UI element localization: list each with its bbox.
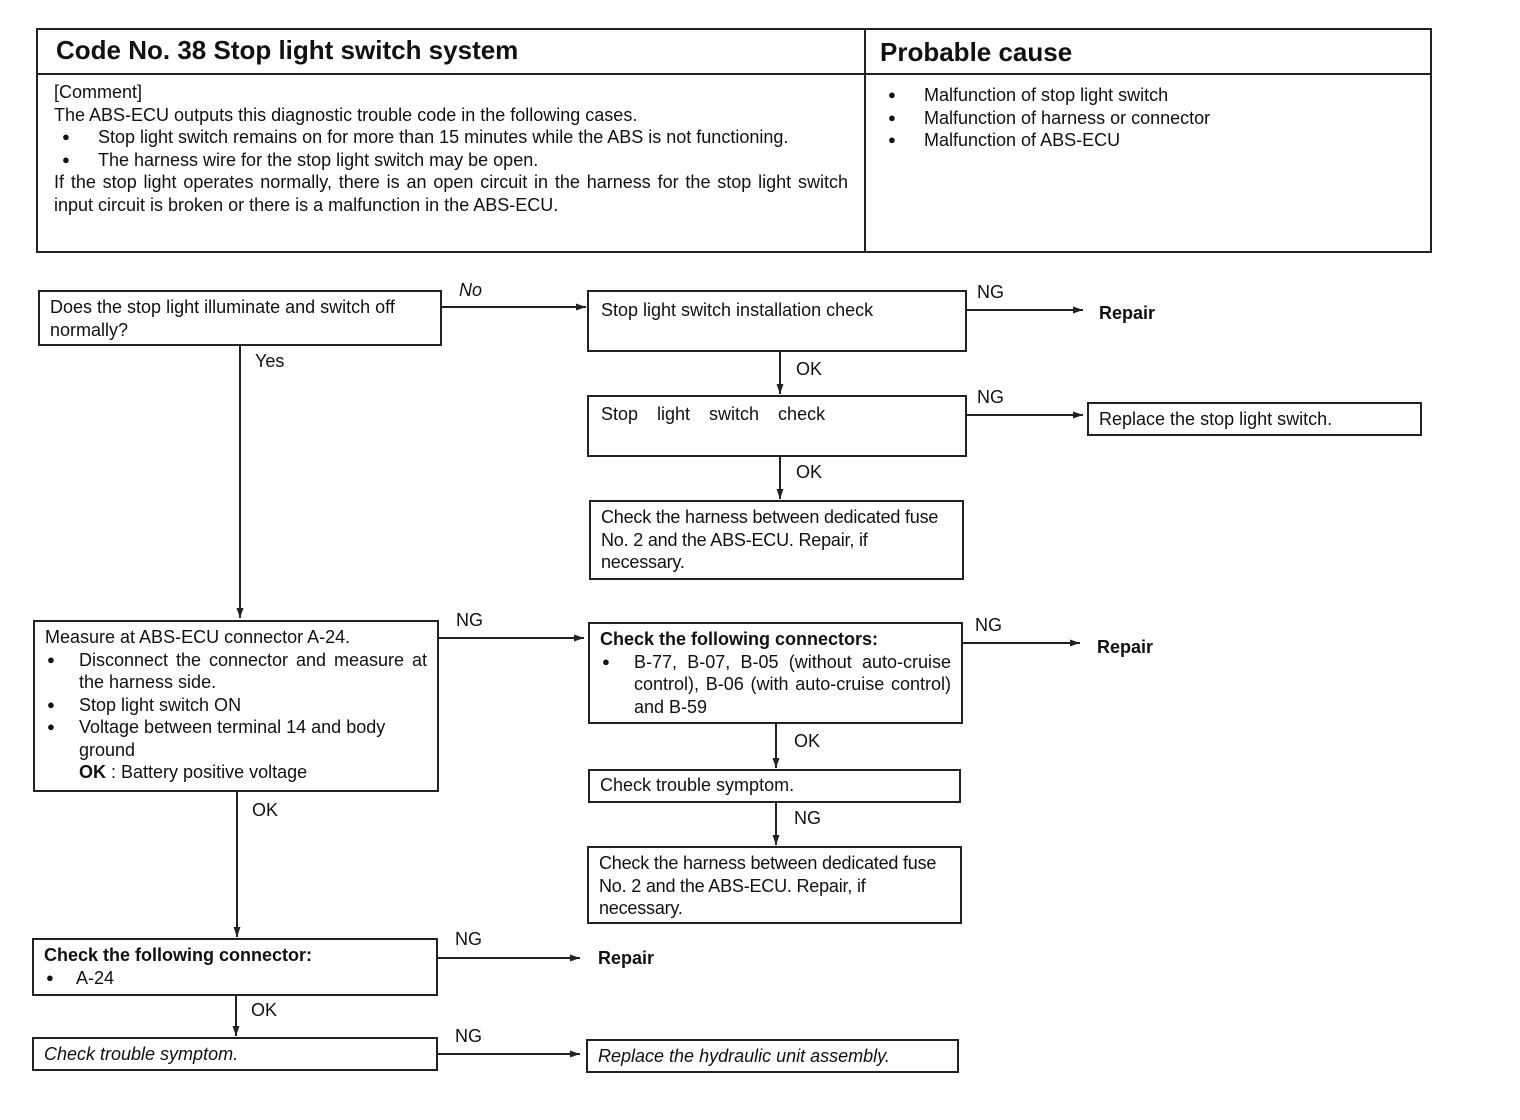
- branch-label-ok: OK: [796, 359, 823, 379]
- probable-cause-title: Probable cause: [880, 37, 1073, 67]
- measure-ok-line: OK : Battery positive voltage: [45, 761, 427, 784]
- branch-label-ng: NG: [977, 282, 1004, 302]
- measure-box: Measure at ABS-ECU connector A-24. Disco…: [33, 620, 439, 792]
- repair-label: Repair: [1099, 303, 1156, 323]
- replace-hydraulic-box: Replace the hydraulic unit assembly.: [586, 1039, 959, 1073]
- branch-label-ok: OK: [796, 462, 823, 482]
- branch-label-ok: OK: [252, 800, 279, 820]
- repair-label: Repair: [1097, 637, 1154, 657]
- measure-bullet: Disconnect the connector and measure at …: [45, 649, 427, 694]
- switch-install-check-box: Stop light switch installation check: [587, 290, 967, 352]
- trouble-symptom-text-2: Check trouble symptom.: [44, 1044, 239, 1064]
- switch-check-text: Stop light switch check: [601, 404, 826, 424]
- harness-check-text-2: Check the harness between dedicated fuse…: [599, 853, 937, 918]
- cause-item: Malfunction of stop light switch: [880, 84, 1400, 107]
- branch-label-ng: NG: [456, 610, 483, 630]
- branch-label-ng: NG: [794, 808, 821, 828]
- connector-a24-bullet: A-24: [44, 967, 426, 990]
- connectors-check-box: Check the following connectors: B-77, B-…: [588, 622, 963, 724]
- measure-bullet: Stop light switch ON: [45, 694, 427, 717]
- branch-label-ok: OK: [794, 731, 821, 751]
- comment-heading: [Comment]: [54, 82, 143, 102]
- comment-outro: If the stop light operates normally, the…: [54, 172, 848, 215]
- comment-bullet: The harness wire for the stop light swit…: [54, 149, 848, 172]
- measure-title: Measure at ABS-ECU connector A-24.: [45, 627, 351, 647]
- measure-ok-value: : Battery positive voltage: [111, 762, 308, 782]
- harness-check-text-1: Check the harness between dedicated fuse…: [601, 507, 939, 572]
- measure-bullet: Voltage between terminal 14 and body gro…: [45, 716, 427, 761]
- question-stop-light-text: Does the stop light illuminate and switc…: [50, 297, 395, 340]
- cause-item: Malfunction of harness or connector: [880, 107, 1400, 130]
- branch-label-ok: OK: [251, 1000, 278, 1020]
- comment-block: [Comment] The ABS-ECU outputs this diagn…: [54, 81, 848, 216]
- branch-label-yes: Yes: [255, 351, 285, 371]
- replace-hydraulic-text: Replace the hydraulic unit assembly.: [598, 1046, 890, 1066]
- header-divider-horizontal: [36, 73, 1432, 75]
- repair-label: Repair: [598, 948, 655, 968]
- connector-a24-title: Check the following connector:: [44, 945, 313, 965]
- comment-bullet: Stop light switch remains on for more th…: [54, 126, 848, 149]
- header-divider-vertical: [864, 28, 866, 253]
- harness-check-box-1: Check the harness between dedicated fuse…: [589, 500, 964, 580]
- branch-label-ng: NG: [977, 387, 1004, 407]
- cause-item: Malfunction of ABS-ECU: [880, 129, 1400, 152]
- harness-check-box-2: Check the harness between dedicated fuse…: [587, 846, 962, 924]
- connectors-check-bullet: B-77, B-07, B-05 (without auto-cruise co…: [600, 651, 951, 719]
- page-title: Code No. 38 Stop light switch system: [56, 35, 519, 65]
- connector-a24-box: Check the following connector: A-24: [32, 938, 438, 996]
- question-stop-light-box: Does the stop light illuminate and switc…: [38, 290, 442, 346]
- trouble-symptom-box-2: Check trouble symptom.: [32, 1037, 438, 1071]
- branch-label-ng: NG: [455, 1026, 482, 1046]
- switch-install-check-text: Stop light switch installation check: [601, 300, 874, 320]
- replace-switch-text: Replace the stop light switch.: [1099, 409, 1333, 429]
- cause-list: Malfunction of stop light switch Malfunc…: [880, 84, 1400, 152]
- comment-intro: The ABS-ECU outputs this diagnostic trou…: [54, 104, 638, 125]
- replace-switch-box: Replace the stop light switch.: [1087, 402, 1422, 436]
- measure-ok-key: OK: [79, 762, 106, 782]
- branch-label-ng: NG: [975, 615, 1002, 635]
- trouble-symptom-box-1: Check trouble symptom.: [588, 769, 961, 803]
- branch-label-no: No: [459, 280, 483, 300]
- switch-check-box: Stop light switch check: [587, 395, 967, 457]
- trouble-symptom-text-1: Check trouble symptom.: [600, 775, 795, 795]
- branch-label-ng: NG: [455, 929, 482, 949]
- connectors-check-title: Check the following connectors:: [600, 629, 879, 649]
